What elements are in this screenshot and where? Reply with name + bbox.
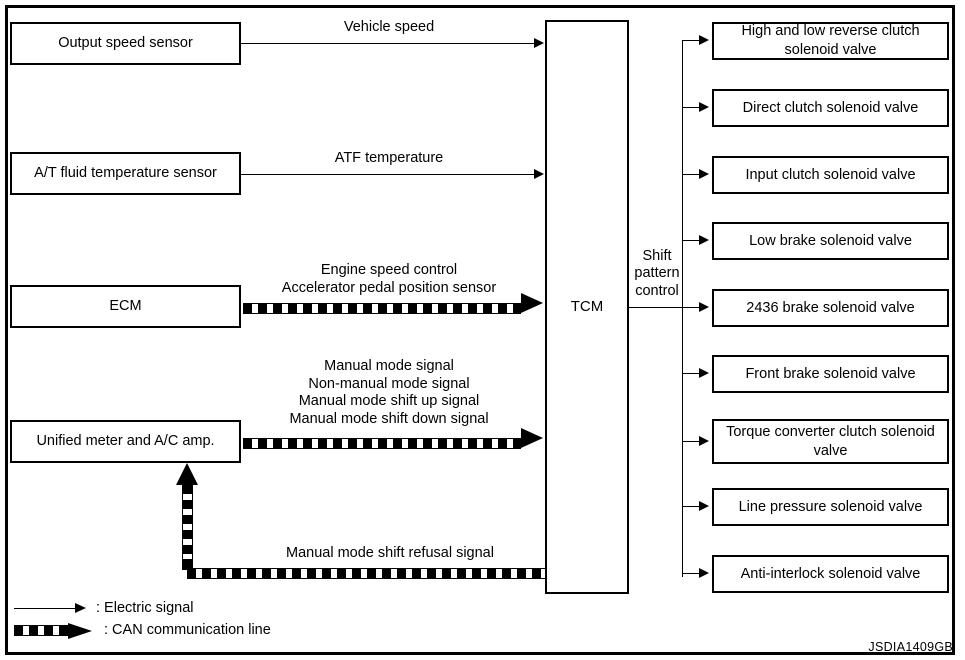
can-line-ecm-to-tcm	[243, 303, 521, 314]
output-box-anti-interlock-solenoid-valve[interactable]: Anti-interlock solenoid valve	[712, 555, 949, 593]
solid-arrow-icon	[14, 603, 86, 613]
legend-label-can-communication-line: : CAN communication line	[104, 622, 271, 638]
connector-line-tcm-to-trunk	[629, 307, 683, 308]
arrow-head-atf-temperature	[534, 169, 544, 179]
input-box-unified-meter-and-ac-amp[interactable]: Unified meter and A/C amp.	[10, 420, 241, 463]
branch-line-output-6	[682, 373, 700, 374]
output-box-high-and-low-reverse-clutch-solenoid-valve[interactable]: High and low reverse clutch solenoid val…	[712, 22, 949, 60]
can-line-shift-refusal-vertical	[182, 485, 193, 570]
signal-label-ecm-signals: Engine speed control Accelerator pedal p…	[281, 262, 497, 296]
connector-line-atf-temperature	[241, 174, 537, 175]
output-box-front-brake-solenoid-valve[interactable]: Front brake solenoid valve	[712, 355, 949, 393]
legend-label-electric-signal: : Electric signal	[96, 600, 194, 616]
branch-line-output-3	[682, 174, 700, 175]
output-box-input-clutch-solenoid-valve[interactable]: Input clutch solenoid valve	[712, 156, 949, 194]
input-box-output-speed-sensor[interactable]: Output speed sensor	[10, 22, 241, 65]
dashed-thick-arrow-icon	[14, 623, 94, 639]
shift-pattern-control-label: Shift pattern control	[634, 248, 680, 299]
controller-box-tcm[interactable]: TCM	[545, 20, 629, 594]
input-box-ecm[interactable]: ECM	[10, 285, 241, 328]
arrow-head-output-1	[699, 35, 709, 45]
can-line-shift-refusal-horizontal	[187, 568, 545, 579]
branch-line-output-5	[682, 307, 700, 308]
arrow-head-output-8	[699, 501, 709, 511]
branch-line-output-7	[682, 441, 700, 442]
arrow-head-output-2	[699, 102, 709, 112]
can-line-unified-meter-to-tcm	[243, 438, 521, 449]
output-box-2436-brake-solenoid-valve[interactable]: 2436 brake solenoid valve	[712, 289, 949, 327]
arrow-head-output-9	[699, 568, 709, 578]
can-arrow-head-ecm	[521, 293, 543, 313]
legend-row-electric-signal: : Electric signal	[14, 600, 194, 616]
signal-label-atf-temperature: ATF temperature	[334, 150, 444, 166]
can-arrow-head-shift-refusal	[176, 463, 198, 485]
arrow-head-output-4	[699, 235, 709, 245]
connector-line-vehicle-speed	[241, 43, 537, 44]
can-line-shift-refusal-corner	[182, 559, 193, 570]
can-arrow-head-unified-meter	[521, 428, 543, 448]
arrow-head-output-5	[699, 302, 709, 312]
signal-label-shift-refusal: Manual mode shift refusal signal	[286, 545, 494, 561]
branch-line-output-9	[682, 573, 700, 574]
branch-line-output-4	[682, 240, 700, 241]
arrow-head-output-6	[699, 368, 709, 378]
diagram-frame	[5, 5, 955, 655]
arrow-head-output-7	[699, 436, 709, 446]
signal-label-vehicle-speed: Vehicle speed	[343, 19, 435, 35]
arrow-head-vehicle-speed	[534, 38, 544, 48]
output-box-low-brake-solenoid-valve[interactable]: Low brake solenoid valve	[712, 222, 949, 260]
arrow-head-output-3	[699, 169, 709, 179]
branch-line-output-1	[682, 40, 700, 41]
output-box-line-pressure-solenoid-valve[interactable]: Line pressure solenoid valve	[712, 488, 949, 526]
output-box-direct-clutch-solenoid-valve[interactable]: Direct clutch solenoid valve	[712, 89, 949, 127]
legend-row-can-communication-line: : CAN communication line	[14, 622, 271, 639]
input-box-at-fluid-temperature-sensor[interactable]: A/T fluid temperature sensor	[10, 152, 241, 195]
output-trunk-line	[682, 40, 683, 577]
output-box-torque-converter-clutch-solenoid-valve[interactable]: Torque converter clutch solenoid valve	[712, 419, 949, 464]
branch-line-output-2	[682, 107, 700, 108]
diagram-id-code: JSDIA1409GB	[868, 640, 953, 654]
branch-line-output-8	[682, 506, 700, 507]
signal-label-manual-mode-signals: Manual mode signal Non-manual mode signa…	[289, 358, 489, 428]
